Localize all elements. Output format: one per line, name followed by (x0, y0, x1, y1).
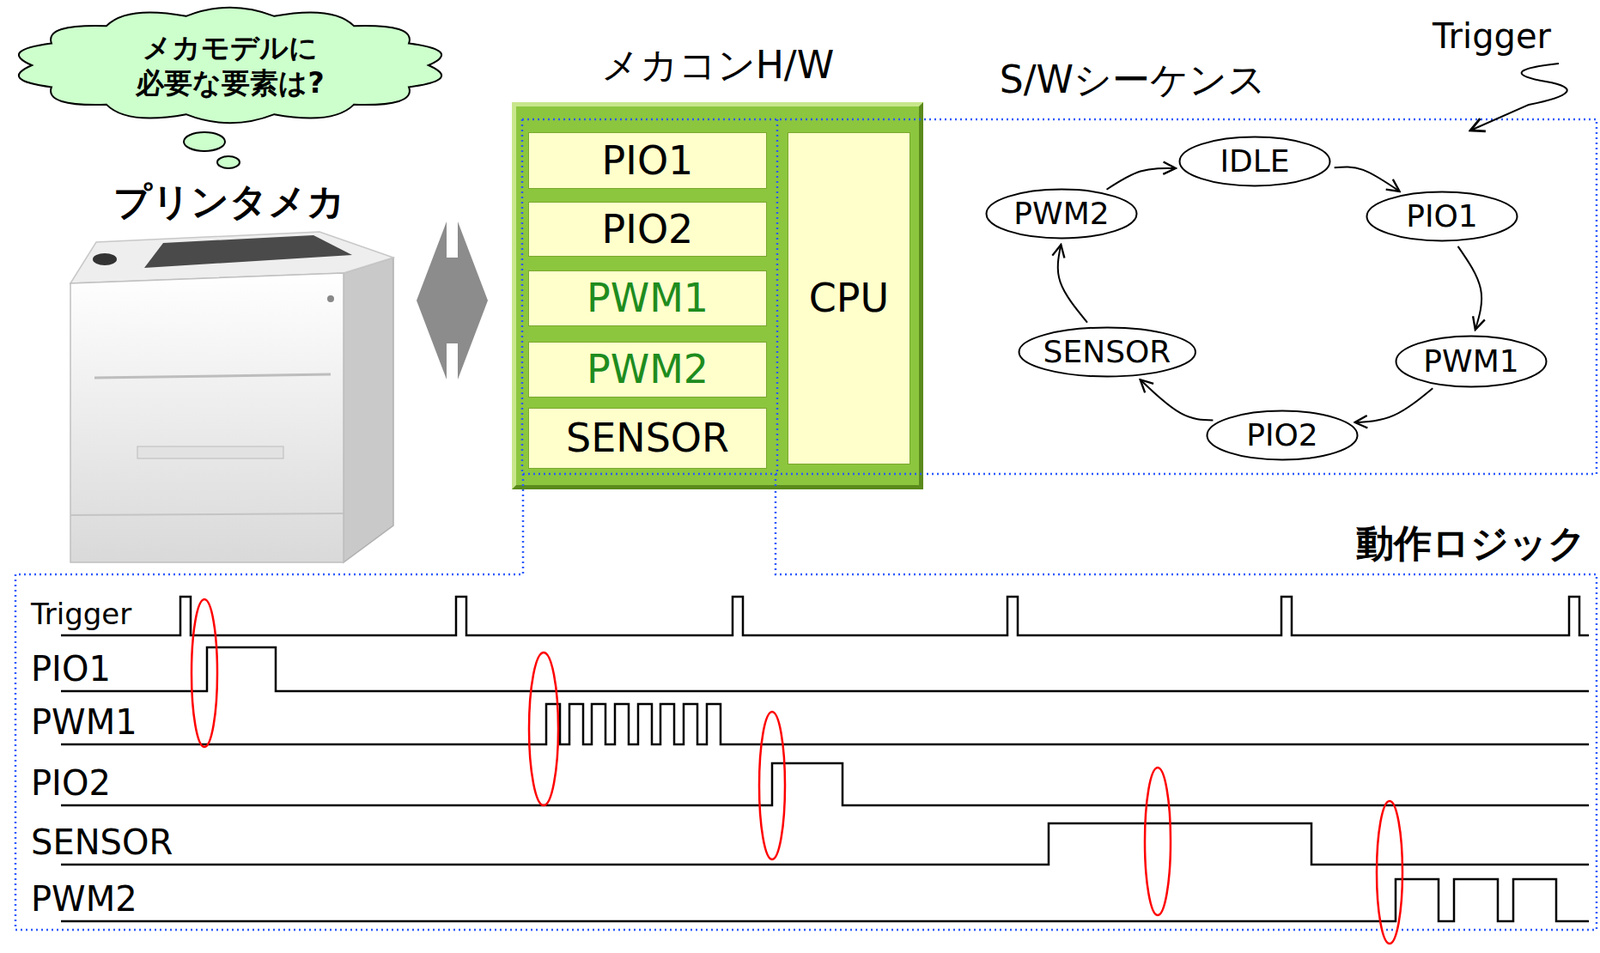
pwm-block: PWM2 (528, 341, 767, 398)
trigger-label: Trigger (1432, 16, 1552, 56)
printer-top (70, 231, 394, 284)
state-ellipse: IDLE (1178, 135, 1332, 188)
trigger-squiggle (1470, 63, 1568, 131)
printer-seam (94, 374, 331, 378)
transition-arrow (1140, 379, 1214, 420)
cpu-block: CPU (787, 132, 911, 465)
state-ellipse: PIO2 (1205, 409, 1359, 462)
highlight-ellipse (191, 599, 218, 748)
signal-name: PIO1 (28, 649, 114, 689)
label-anchor: プリンタメカ (113, 180, 346, 225)
label-anchor: SENSOR (28, 822, 176, 863)
signal-name: Trigger (28, 597, 134, 632)
dotted-outline (522, 119, 924, 490)
transition-arrow (1334, 166, 1400, 191)
label-anchor: Trigger (1432, 16, 1552, 56)
printer-logo (327, 295, 335, 303)
waveforms (60, 596, 1589, 922)
highlight-ellipse (529, 652, 559, 806)
dotted-outline (522, 119, 1597, 475)
node-label: PWM2 (586, 346, 709, 393)
cloud-shape (18, 7, 442, 124)
state-shape (1018, 328, 1195, 378)
state-shape (1207, 411, 1358, 461)
signal-name: PIO2 (28, 763, 114, 804)
state-shape (1180, 137, 1331, 187)
state-shape (986, 189, 1138, 239)
state-shape (1396, 336, 1547, 388)
state-ellipse: PWM1 (1394, 334, 1548, 389)
state-ellipse: PWM2 (985, 188, 1138, 240)
transition-arrow (1458, 246, 1483, 330)
callout-cloud: メカモデルに 必要な要素は? (12, 6, 449, 124)
printer-tray (137, 446, 284, 459)
node-label: PIO1 (602, 138, 694, 184)
label-anchor: PWM1 (28, 702, 140, 743)
region-title: S/Wシーケンス (999, 58, 1266, 103)
pwm2-wave (60, 879, 1589, 922)
pio2-wave (60, 763, 1589, 806)
transition-arrow (1058, 244, 1088, 323)
node-label: PIO2 (602, 206, 694, 253)
node-label: IDLE (1219, 143, 1290, 179)
label-anchor: PWM2 (28, 879, 140, 919)
transition-arrow (1107, 168, 1176, 190)
highlight-ellipse (1144, 767, 1171, 916)
label-anchor: S/Wシーケンス (999, 58, 1266, 103)
printer-front (70, 273, 344, 563)
pwm-block: PWM1 (528, 270, 767, 327)
state-ellipse: SENSOR (1017, 326, 1197, 378)
printer-panel (144, 235, 353, 268)
signal-name: PWM1 (28, 702, 140, 743)
node-label: メカモデルに 必要な要素は? (135, 30, 324, 102)
pio-block: PIO2 (528, 201, 767, 257)
thought-bubble (183, 132, 226, 152)
node-label: PWM1 (586, 275, 709, 322)
printer-button (92, 253, 117, 266)
node-label: SENSOR (1043, 334, 1172, 370)
dotted-regions (15, 119, 1597, 931)
region-title: 動作ロジック (1356, 522, 1587, 566)
controller-board: PIO1PIO2PWM1PWM2SENSORCPUメカコンH/W (511, 102, 924, 490)
node-label: PWM2 (1013, 195, 1109, 232)
state-ellipse: PIO1 (1365, 190, 1519, 243)
label-anchor: Trigger (28, 597, 134, 632)
label-anchor: PIO1 (28, 649, 114, 689)
pio1-wave (60, 647, 1589, 692)
state-shape (1367, 192, 1518, 242)
node-label: CPU (809, 275, 890, 322)
highlight-ellipse (759, 711, 785, 860)
sensor-block: SENSOR (528, 407, 767, 469)
board-heading: メカコンH/W (516, 43, 919, 88)
node-label: PWM1 (1423, 343, 1519, 379)
printer-seam (70, 513, 344, 516)
printer-side (343, 257, 394, 563)
trigger-wave (60, 596, 1589, 636)
label-anchor: 動作ロジック (1356, 522, 1587, 566)
signal-name: PWM2 (28, 879, 140, 919)
transition-arrow (1355, 388, 1434, 423)
illustration-caption: プリンタメカ (113, 180, 346, 225)
highlight-ellipses (191, 599, 1403, 944)
sensor-wave (60, 823, 1589, 865)
pio-block: PIO1 (528, 132, 767, 189)
node-label: PIO1 (1405, 198, 1479, 234)
label-anchor: PIO2 (28, 763, 114, 804)
highlight-ellipse (1376, 801, 1403, 944)
thought-bubble (217, 156, 240, 169)
printer-illustration (70, 231, 394, 563)
node-label: SENSOR (565, 415, 730, 462)
signal-name: SENSOR (28, 822, 176, 863)
pwm1-wave (60, 704, 1589, 745)
cloud-outline (12, 6, 449, 124)
node-label: PIO2 (1246, 417, 1319, 453)
double-arrow (416, 221, 488, 380)
dotted-outline (15, 474, 1597, 931)
